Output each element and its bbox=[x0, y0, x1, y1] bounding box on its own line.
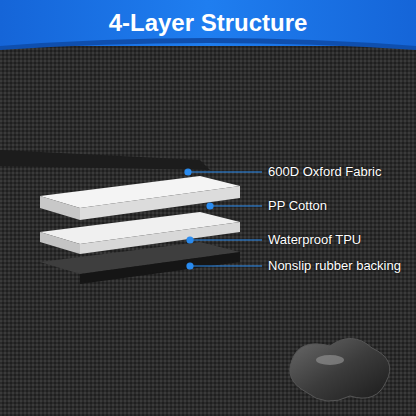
leader-lines bbox=[185, 169, 262, 269]
layer-label: PP Cotton bbox=[268, 198, 327, 214]
rubber-front bbox=[80, 252, 240, 284]
title: 4-Layer Structure bbox=[0, 0, 416, 46]
water-droplet bbox=[290, 338, 390, 401]
fabric-layer-edge bbox=[0, 150, 210, 170]
layer-label: 600D Oxford Fabric bbox=[268, 164, 381, 180]
layer-label: Waterproof TPU bbox=[268, 232, 361, 248]
droplet-shine bbox=[316, 355, 344, 365]
tpu-side bbox=[40, 232, 80, 254]
layer-label: Nonslip rubber backing bbox=[268, 258, 401, 274]
pp-cotton-front bbox=[80, 186, 240, 220]
pp-cotton-side bbox=[40, 196, 80, 220]
title-bar-edge bbox=[0, 38, 416, 50]
